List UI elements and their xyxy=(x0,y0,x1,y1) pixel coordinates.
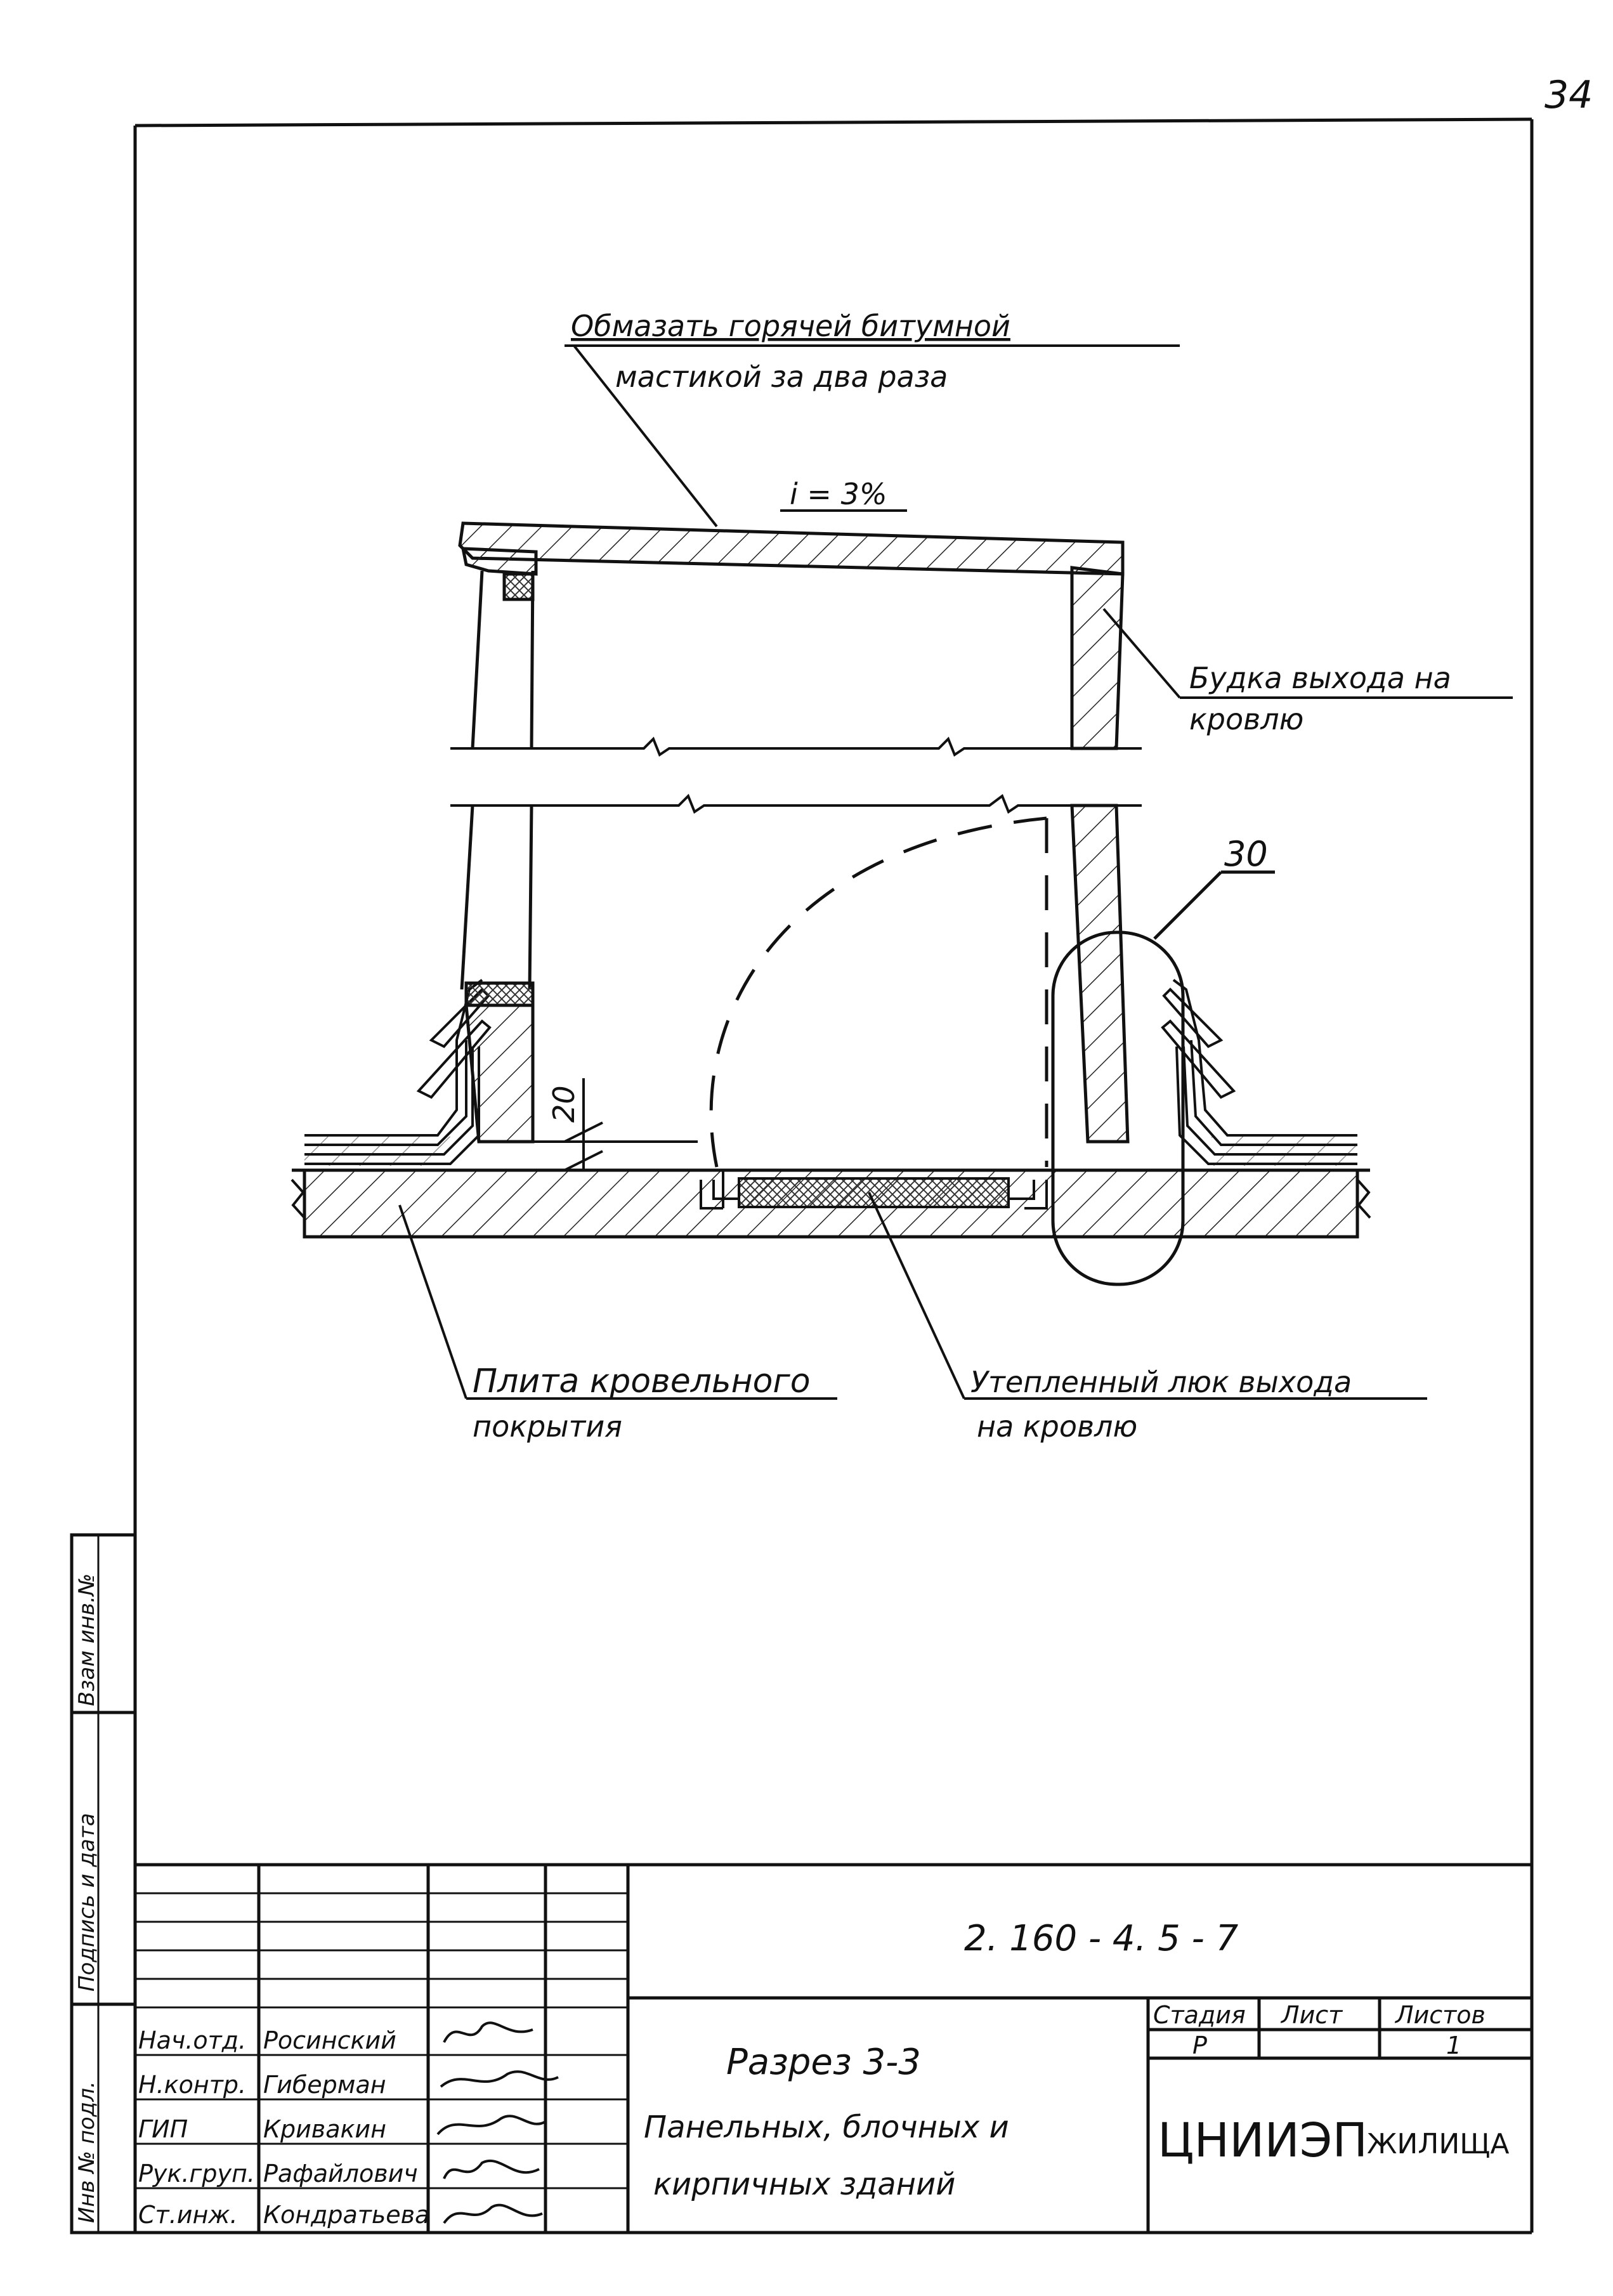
staff-role-4: Ст.инж. xyxy=(138,2201,238,2229)
sheets-header: Листов xyxy=(1394,2001,1486,2029)
signatures xyxy=(436,2021,559,2224)
staff-name-0: Росинский xyxy=(263,2026,396,2054)
booth-note-line2: кровлю xyxy=(1189,702,1303,736)
slab-note-line1: Плита кровельного xyxy=(473,1362,811,1400)
coating-note-line2: мастикой за два раза xyxy=(615,360,948,394)
booth-note-line1: Будка выхода на xyxy=(1189,661,1451,695)
callout-30-label: 30 xyxy=(1224,834,1268,874)
coating-note-line1: Обмазать горячей битумной xyxy=(571,309,1010,343)
staff-role-2: ГИП xyxy=(138,2115,188,2143)
staff-role-3: Рук.груп. xyxy=(138,2160,255,2188)
stamp-inv-podl: Инв № подл. xyxy=(74,2081,100,2223)
hatch-opening xyxy=(700,816,1048,1210)
doc-code: 2. 160 - 4. 5 - 7 xyxy=(964,1918,1239,1959)
title-line1: Разрез 3-3 xyxy=(726,2042,921,2083)
sheet-header: Лист xyxy=(1280,2001,1343,2029)
leader-lines xyxy=(398,344,1513,1400)
staff-name-1: Гиберман xyxy=(263,2071,386,2099)
staff-name-2: Кривакин xyxy=(263,2115,386,2143)
callout-30 xyxy=(1051,870,1275,1286)
slab-note-line2: покрытия xyxy=(473,1409,622,1444)
staff-role-0: Нач.отд. xyxy=(138,2026,246,2054)
staff-role-1: Н.контр. xyxy=(138,2071,246,2099)
side-stamp xyxy=(70,1533,137,2234)
staff-name-4: Кондратьева xyxy=(263,2201,429,2229)
dim-20 xyxy=(533,1078,698,1171)
hatch-note-line1: Утепленный люк выхода xyxy=(970,1365,1352,1399)
hatch-note-line2: на кровлю xyxy=(977,1409,1137,1444)
stage-header: Стадия xyxy=(1153,2001,1246,2029)
stamp-podpis-data: Подпись и дата xyxy=(74,1813,100,1992)
title-block xyxy=(135,1863,1532,2233)
slope-label: i = 3% xyxy=(790,477,887,511)
stage-value: Р xyxy=(1192,2032,1207,2059)
title-line3: кирпичных зданий xyxy=(653,2167,955,2202)
roofing-layers xyxy=(304,979,1357,1166)
sheets-value: 1 xyxy=(1446,2032,1461,2059)
org-sub: ЖИЛИЩА xyxy=(1367,2128,1510,2160)
page-number: 34 xyxy=(1544,73,1593,117)
title-line2: Панельных, блочных и xyxy=(644,2110,1009,2145)
dim-20-label: 20 xyxy=(547,1085,581,1123)
staff-name-3: Рафайлович xyxy=(263,2160,418,2188)
org-main: ЦНИИЭП xyxy=(1158,2113,1368,2168)
stamp-vzam-inv: Взам инв.№ xyxy=(74,1574,100,1706)
exit-booth xyxy=(450,521,1142,1144)
